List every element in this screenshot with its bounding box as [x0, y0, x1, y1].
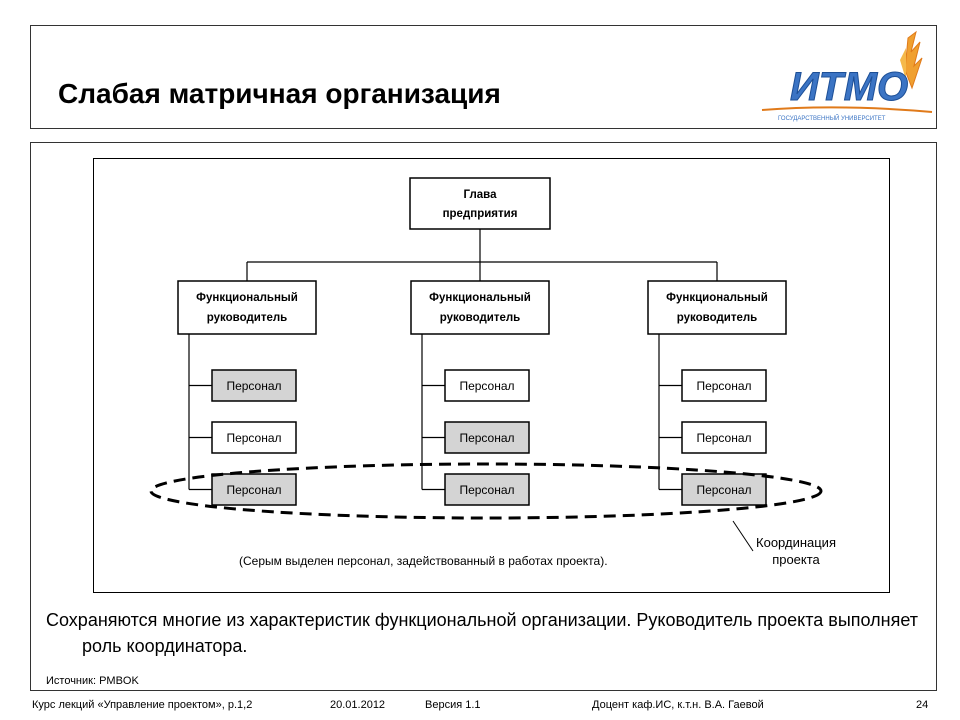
staff-box-highlighted: Персонал [422, 473, 530, 506]
manager-label-line2: руководитель [677, 312, 757, 324]
head-label-line2: предприятия [443, 208, 518, 220]
staff-box: Персонал [659, 421, 767, 454]
coordination-label-line2: проекта [772, 552, 820, 567]
manager-columns: ФункциональныйруководительПерсоналПерсон… [177, 280, 787, 506]
org-diagram: Глава предприятия Функциональный руководи… [93, 158, 890, 593]
staff-label: Персонал [696, 483, 751, 497]
staff-box-highlighted: Персонал [422, 421, 530, 454]
staff-label: Персонал [226, 379, 281, 393]
staff-label: Персонал [459, 379, 514, 393]
footer-version: Версия 1.1 [425, 699, 481, 711]
manager-label-line1: Функциональный [196, 292, 298, 304]
head-box: Глава предприятия [409, 177, 551, 230]
connector-lines [246, 229, 718, 281]
functional-manager-box: Функциональный руководитель [410, 280, 550, 335]
staff-box-highlighted: Персонал [189, 369, 297, 402]
manager-label-line2: руководитель [440, 312, 520, 324]
manager-column: ФункциональныйруководительПерсоналПерсон… [647, 280, 787, 506]
head-label-line1: Глава [464, 189, 498, 201]
logo-subtitle: ГОСУДАРСТВЕННЫЙ УНИВЕРСИТЕТ [778, 114, 886, 122]
footer-course: Курс лекций «Управление проектом», р.1,2 [32, 699, 253, 711]
body-text: Сохраняются многие из характеристик функ… [46, 610, 918, 656]
functional-manager-box: Функциональный руководитель [177, 280, 317, 335]
coordination-pointer [732, 520, 754, 552]
logo-wordmark: ИТМО [790, 65, 908, 109]
manager-label-line1: Функциональный [666, 292, 768, 304]
staff-label: Персонал [696, 379, 751, 393]
staff-label: Персонал [459, 483, 514, 497]
source-note: Источник: PMBOK [46, 675, 139, 687]
staff-box: Персонал [189, 421, 297, 454]
manager-label-line2: руководитель [207, 312, 287, 324]
diagram-note: (Серым выделен персонал, задействованный… [239, 554, 608, 568]
manager-column: ФункциональныйруководительПерсоналПерсон… [177, 280, 317, 506]
staff-box-highlighted: Персонал [659, 473, 767, 506]
functional-manager-box: Функциональный руководитель [647, 280, 787, 335]
logo-swoosh [761, 106, 933, 113]
content-frame [30, 142, 937, 691]
logo-flame-icon [900, 30, 923, 90]
footer-date: 20.01.2012 [330, 699, 386, 711]
manager-column: ФункциональныйруководительПерсоналПерсон… [410, 280, 550, 506]
staff-box: Персонал [422, 369, 530, 402]
coordination-label-line1: Координация [756, 535, 836, 550]
staff-box-highlighted: Персонал [189, 473, 297, 506]
title-frame [30, 25, 937, 129]
staff-box: Персонал [659, 369, 767, 402]
manager-label-line1: Функциональный [429, 292, 531, 304]
project-coordination-ellipse [149, 462, 823, 520]
staff-label: Персонал [696, 431, 751, 445]
slide-title: Слабая матричная организация [58, 78, 501, 109]
itmo-logo: ИТМО ГОСУДАРСТВЕННЫЙ УНИВЕРСИТЕТ [761, 30, 933, 122]
footer-page-number: 24 [916, 699, 929, 711]
staff-label: Персонал [226, 431, 281, 445]
staff-label: Персонал [226, 483, 281, 497]
staff-label: Персонал [459, 431, 514, 445]
footer-author: Доцент каф.ИС, к.т.н. В.А. Гаевой [592, 699, 764, 711]
